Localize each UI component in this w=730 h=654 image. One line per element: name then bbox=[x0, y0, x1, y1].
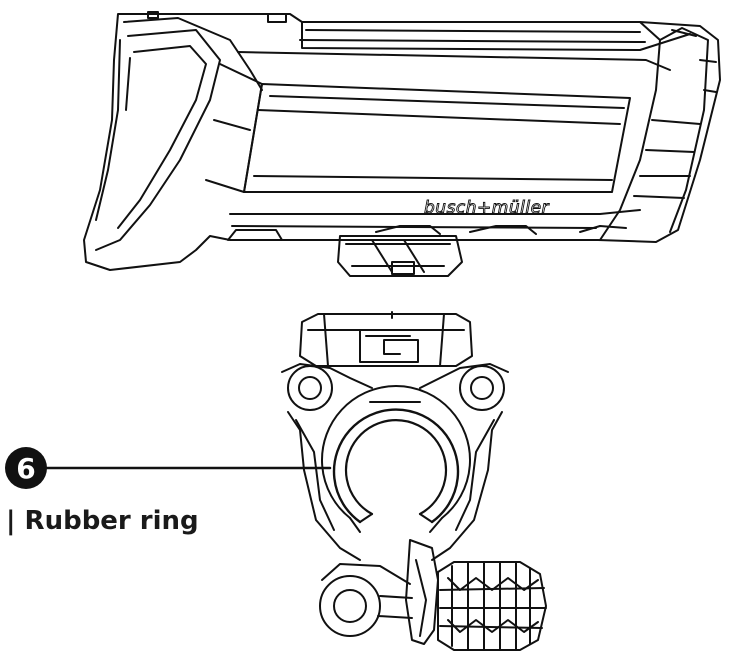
top-mount-block bbox=[337, 235, 463, 277]
brand-logo-text: busch+müller bbox=[424, 198, 550, 218]
headlight-housing bbox=[83, 11, 721, 271]
callout-badge bbox=[5, 447, 47, 489]
callout-number: 6 bbox=[16, 452, 35, 485]
callout-label: | Rubber ring bbox=[6, 506, 199, 536]
handlebar-clamp bbox=[281, 311, 547, 651]
